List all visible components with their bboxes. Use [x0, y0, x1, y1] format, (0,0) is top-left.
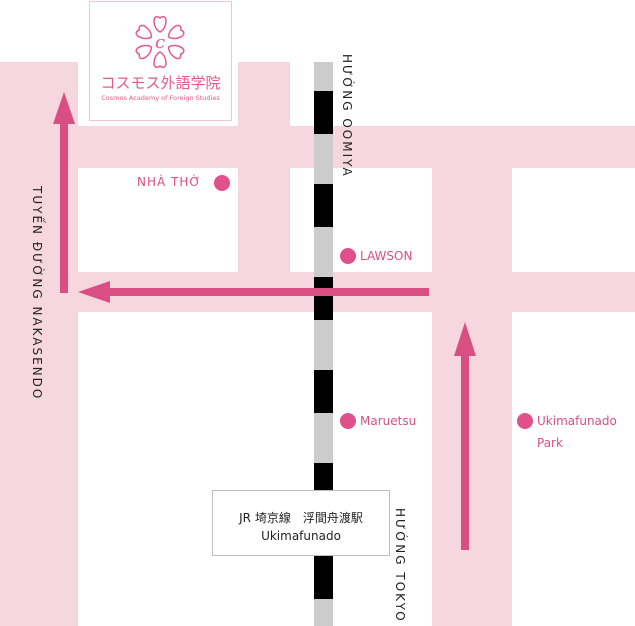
rail-segment-dark: [314, 370, 333, 413]
rail-segment-dark: [314, 184, 333, 227]
maruetsu-dot-icon: [340, 413, 356, 429]
oomiya-direction-label: HƯỚNG OOMIYA: [340, 54, 354, 178]
rail-segment-dark: [314, 277, 333, 320]
rail-segment-light: [314, 320, 333, 370]
route-arrow-up-right-head: [454, 322, 476, 356]
rail-segment-light: [314, 62, 333, 91]
rail-segment-dark: [314, 91, 333, 134]
school-logo: c コスモス外語学院 Cosmos Academy of Foreign Stu…: [89, 1, 232, 121]
church-label: NHÀ THỜ: [137, 175, 202, 189]
logo-name-en: Cosmos Academy of Foreign Studies: [101, 94, 220, 102]
tokyo-direction-label: HƯỚNG TOKYO: [393, 508, 407, 623]
rail-segment-light: [314, 134, 333, 184]
road-top-horizontal: [78, 126, 635, 168]
rail-segment-light: [314, 227, 333, 277]
nakasendo-road-label: TUYẾN ĐƯỜNG NAKASENDO: [30, 186, 44, 401]
rail-segment-light: [314, 599, 333, 626]
route-arrow-left-head: [78, 281, 110, 303]
park-label-line1: Ukimafunado: [537, 414, 617, 428]
station-name-jp: JR 埼京線 浮間舟渡駅: [239, 511, 363, 525]
svg-text:c: c: [155, 32, 165, 53]
church-dot-icon: [214, 175, 230, 191]
road-center-vertical: [238, 62, 290, 312]
maruetsu-label: Maruetsu: [360, 414, 417, 428]
logo-name-jp: コスモス外語学院: [100, 74, 221, 92]
cosmos-flower-logo-icon: c: [135, 15, 185, 69]
park-label-line2: Park: [537, 436, 563, 450]
route-arrow-left-shaft: [104, 288, 429, 296]
lawson-label: LAWSON: [360, 249, 413, 263]
route-arrow-up-left-head: [53, 92, 75, 124]
rail-segment-light: [314, 413, 333, 463]
park-dot-icon: [517, 413, 533, 429]
road-right-vertical: [432, 126, 512, 626]
rail-segment-dark: [314, 556, 333, 599]
route-arrow-up-right-shaft: [461, 350, 469, 550]
lawson-dot-icon: [340, 248, 356, 264]
station-label-box: JR 埼京線 浮間舟渡駅 Ukimafunado: [212, 490, 390, 556]
route-arrow-up-left-shaft: [60, 118, 68, 293]
railway-track: [314, 0, 333, 626]
station-name-en: Ukimafunado: [261, 529, 341, 543]
